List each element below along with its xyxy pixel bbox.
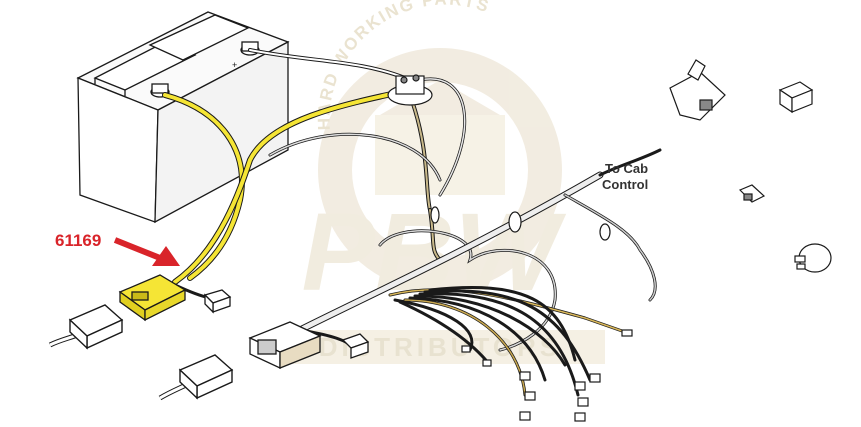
callout-arrow-icon bbox=[152, 246, 180, 266]
fuse-clip-part bbox=[738, 184, 766, 203]
part-number-label: 61169 bbox=[55, 231, 101, 250]
to-cab-label-line1: To Cab bbox=[605, 161, 648, 176]
to-cab-control-label: To Cab Control bbox=[602, 161, 648, 192]
grommets bbox=[430, 206, 611, 241]
battery-illustration: + bbox=[76, 11, 290, 224]
svg-text:+: + bbox=[232, 60, 237, 70]
switch-part bbox=[669, 59, 726, 121]
solenoid-stud bbox=[387, 74, 433, 106]
highlighted-harness-61169 bbox=[162, 87, 413, 300]
yellow-connector-61169 bbox=[118, 274, 232, 322]
main-harness-connector bbox=[248, 321, 370, 370]
relay-part bbox=[778, 81, 814, 114]
to-cab-label-line2: Control bbox=[602, 177, 648, 192]
left-plugs bbox=[48, 304, 234, 401]
part-callout: 61169 bbox=[55, 231, 180, 266]
terminal-connectors bbox=[461, 329, 633, 422]
flasher-part bbox=[794, 243, 832, 273]
